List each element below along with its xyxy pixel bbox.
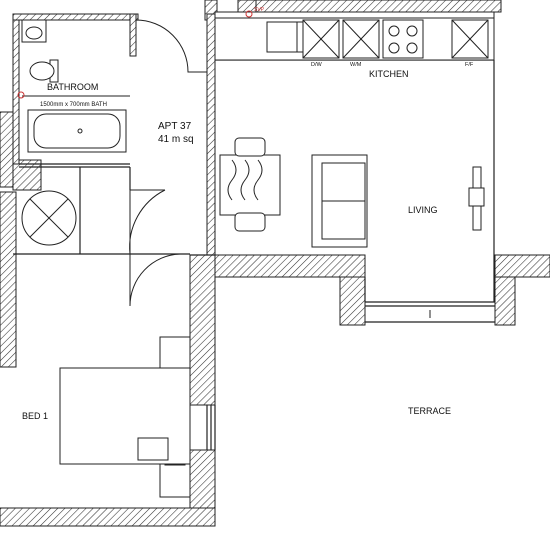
door-bedroom	[129, 253, 181, 307]
bathroom-fixtures	[17, 19, 130, 153]
door-storage	[129, 189, 166, 255]
wall-bathroom-right	[129, 13, 137, 57]
bed	[59, 367, 191, 465]
hob	[382, 19, 424, 59]
bath-plug	[77, 128, 83, 134]
wall-terrace-top	[214, 254, 366, 278]
room-label-kitchen: KITCHEN	[369, 69, 409, 79]
svp-marker	[245, 10, 253, 18]
room-label-bed1: BED 1	[22, 411, 48, 421]
wall-bathroom-left	[12, 13, 20, 165]
chair-bottom	[234, 212, 266, 232]
dining-table	[219, 154, 281, 216]
sink	[266, 21, 298, 53]
wall-bed-terrace	[189, 254, 216, 406]
cupboard-fixture	[21, 190, 77, 246]
wall-left-lower	[0, 191, 17, 368]
bedroom-furniture	[59, 336, 191, 498]
chair-top	[234, 137, 266, 157]
walls	[0, 0, 550, 527]
dishwasher-label: D/W	[311, 62, 323, 68]
wall-living-bottom-right	[494, 254, 550, 278]
wall-left-upper	[0, 111, 14, 188]
wc-pan	[29, 61, 55, 81]
bed-headboard	[137, 437, 169, 461]
wall-living-bottom-right-stub	[494, 276, 516, 326]
svp-marker-bath	[17, 91, 25, 99]
fridge-freezer-label: F/F	[465, 62, 474, 68]
apartment-area: 41 m sq	[158, 134, 194, 145]
room-label-living: LIVING	[408, 205, 438, 215]
room-label-terrace: TERRACE	[408, 406, 451, 416]
living-furniture	[219, 137, 485, 248]
wall-bottom	[0, 507, 216, 527]
bath-size-label: 1500mm x 700mm BATH	[40, 102, 107, 108]
wall-left-notch	[12, 159, 42, 191]
door-bathroom	[135, 19, 207, 73]
basin-bowl	[25, 26, 43, 40]
wall-top-right	[255, 0, 502, 13]
doors	[129, 0, 218, 307]
bath-inner	[33, 113, 121, 149]
kitchen-units	[214, 10, 495, 61]
wall-living-bottom-left	[339, 276, 366, 326]
wall-top-left	[12, 13, 139, 21]
room-label-bathroom: BATHROOM	[47, 82, 98, 92]
svp-label: SVP	[254, 7, 265, 13]
washing-machine-label: W/M	[350, 62, 362, 68]
wall-hall-right	[206, 13, 216, 256]
apartment-name: APT 37	[158, 121, 192, 132]
